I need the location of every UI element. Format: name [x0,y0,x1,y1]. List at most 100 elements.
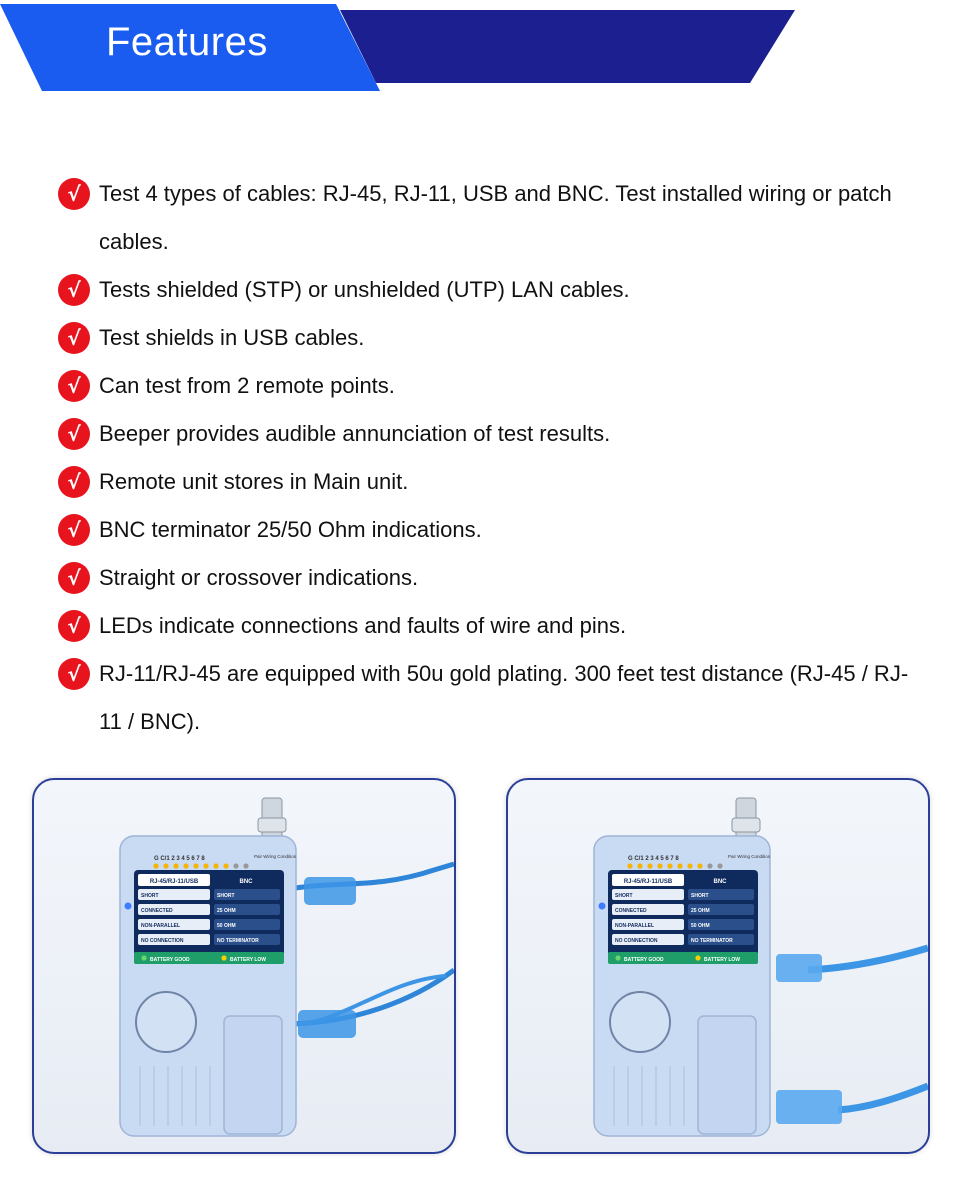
header-left-box [138,874,210,886]
checkmark-icon: √ [58,418,90,450]
row-label-left: NON-PARALLEL [141,923,180,929]
battery-low-label: BATTERY LOW [230,957,266,963]
row-box-right [214,934,280,945]
left-header-text: RJ-45/RJ-11/USB [150,879,199,885]
row-label-left: NO CONNECTION [615,938,658,944]
battery-strip [608,952,758,964]
led-indicator [677,863,683,869]
battery-good-label: BATTERY GOOD [624,957,664,963]
banner-shape [0,4,795,91]
checkmark-icon: √ [58,370,90,402]
bnc-collar [257,817,287,833]
feature-text: RJ-11/RJ-45 are equipped with 50u gold p… [99,661,909,734]
feature-list: √ Test 4 types of cables: RJ-45, RJ-11, U… [58,170,918,746]
feature-text: LEDs indicate connections and faults of … [99,613,627,638]
test-button [609,991,671,1053]
battery-good-led [141,955,147,961]
led-indicator [223,863,229,869]
led-indicator [707,863,713,869]
led-indicator [647,863,653,869]
row-box-right [688,904,754,915]
product-image-rj45: G C/1 2 3 4 5 6 7 8 Pair Wiring Condition… [32,778,456,1154]
row-box-right [214,889,280,900]
feature-text: Test 4 types of cables: RJ-45, RJ-11, US… [99,181,892,254]
row-box-left [612,934,684,945]
led-indicator [687,863,693,869]
feature-item: √ Can test from 2 remote points. [58,362,918,410]
battery-low-label: BATTERY LOW [704,957,740,963]
wiring-condition-label: Pair Wiring Condition [254,854,297,859]
usb-plug [776,954,822,982]
battery-low-led [695,955,701,961]
rj45-plug [304,877,356,905]
usb-plug [776,1090,842,1124]
row-box-right [688,889,754,900]
row-box-left [612,904,684,915]
feature-text: Test shields in USB cables. [99,325,365,350]
led-indicator [163,863,169,869]
row-label-left: CONNECTED [615,908,647,914]
battery-strip [134,952,284,964]
led-indicator [203,863,209,869]
tester-usb-illustration: G C/1 2 3 4 5 6 7 8 Pair Wiring Condition… [593,797,928,1137]
row-box-left [138,889,210,900]
blue-led [598,902,606,910]
led-indicator [153,863,159,869]
feature-item: √ Beeper provides audible annunciation of… [58,410,918,458]
feature-text: Tests shielded (STP) or unshielded (UTP)… [99,277,630,302]
row-box-right [214,904,280,915]
feature-text: Beeper provides audible annunciation of … [99,421,611,446]
wiring-condition-label: Pair Wiring Condition [728,854,771,859]
row-label-right: NO TERMINATOR [217,938,259,944]
feature-item: √Remote unit stores in Main unit. [58,458,918,506]
led-indicator [213,863,219,869]
led-indicator [193,863,199,869]
page-title: Features [106,20,268,64]
led-indicator [657,863,663,869]
right-header-text: BNC [714,879,728,885]
row-box-left [612,889,684,900]
feature-item: √ RJ-11/RJ-45 are equipped with 50u gold … [58,650,918,746]
checkmark-icon: √ [58,322,90,354]
feature-item: √ Test shields in USB cables. [58,314,918,362]
feature-text: Can test from 2 remote points. [99,373,395,398]
bnc-collar [731,817,761,833]
checkmark-icon: √ [58,514,90,546]
features-banner: Features [0,0,960,96]
feature-text: Remote unit stores in Main unit. [99,469,409,494]
feature-text: BNC terminator 25/50 Ohm indications. [99,517,482,542]
row-box-right [688,919,754,930]
row-label-left: NON-PARALLEL [615,923,654,929]
pin-labels: G C/1 2 3 4 5 6 7 8 [628,856,679,862]
checkmark-icon: √ [58,178,90,210]
row-label-left: NO CONNECTION [141,938,184,944]
test-button [135,991,197,1053]
feature-item: √ Test 4 types of cables: RJ-45, RJ-11, U… [58,170,918,266]
row-box-right [688,934,754,945]
row-label-right: 50 OHM [217,923,236,929]
led-indicator [243,863,249,869]
feature-item: √Straight or crossover indications. [58,554,918,602]
checkmark-icon: √ [58,562,90,594]
pin-labels: G C/1 2 3 4 5 6 7 8 [154,856,205,862]
checkmark-icon: √ [58,610,90,642]
battery-low-led [221,955,227,961]
led-indicator [697,863,703,869]
led-indicator [637,863,643,869]
rj45-plug [298,1010,356,1038]
row-box-left [138,934,210,945]
led-indicator [717,863,723,869]
row-label-right: 25 OHM [691,908,710,914]
row-box-left [612,919,684,930]
led-indicator [183,863,189,869]
remote-unit-slot [697,1015,757,1135]
left-header-text: RJ-45/RJ-11/USB [624,879,673,885]
feature-item: √ LEDs indicate connections and faults of… [58,602,918,650]
led-indicator [667,863,673,869]
battery-good-led [615,955,621,961]
feature-item: √ BNC terminator 25/50 Ohm indications. [58,506,918,554]
row-label-right: SHORT [217,893,235,899]
checkmark-icon: √ [58,658,90,690]
cable-line [837,1082,928,1114]
tester-rj45-illustration: G C/1 2 3 4 5 6 7 8 Pair Wiring Condition… [119,797,454,1137]
